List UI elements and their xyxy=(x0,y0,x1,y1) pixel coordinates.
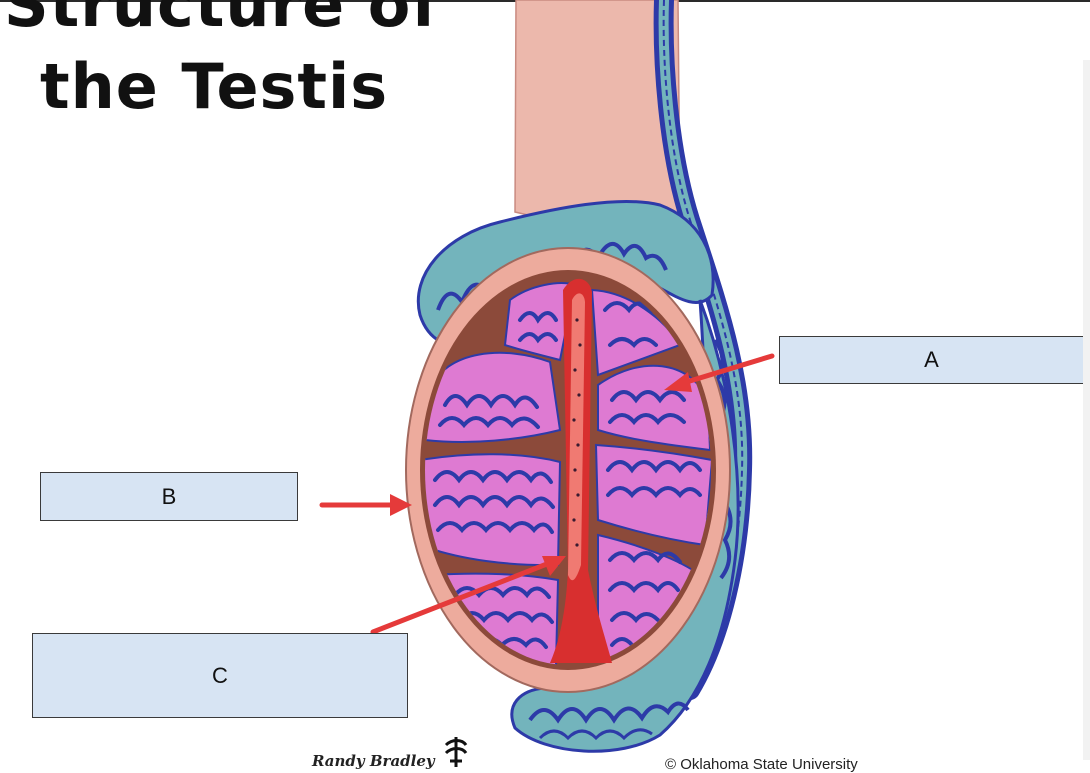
right-edge-strip xyxy=(1083,60,1090,760)
arrow-b xyxy=(319,494,412,516)
page-title-line-1: Structure of xyxy=(4,0,440,41)
label-box-b[interactable]: B xyxy=(40,472,298,521)
arrow-a xyxy=(664,353,775,392)
artist-credit: Randy Bradley xyxy=(312,752,435,770)
label-box-c[interactable]: C xyxy=(32,633,408,718)
artist-signature-mark xyxy=(444,737,468,767)
copyright-credit: © Oklahoma State University xyxy=(665,756,858,773)
lobule xyxy=(425,453,562,567)
page-title-line-2: the Testis xyxy=(40,50,389,123)
label-box-a[interactable]: A xyxy=(779,336,1084,384)
arrow-c xyxy=(370,556,566,635)
